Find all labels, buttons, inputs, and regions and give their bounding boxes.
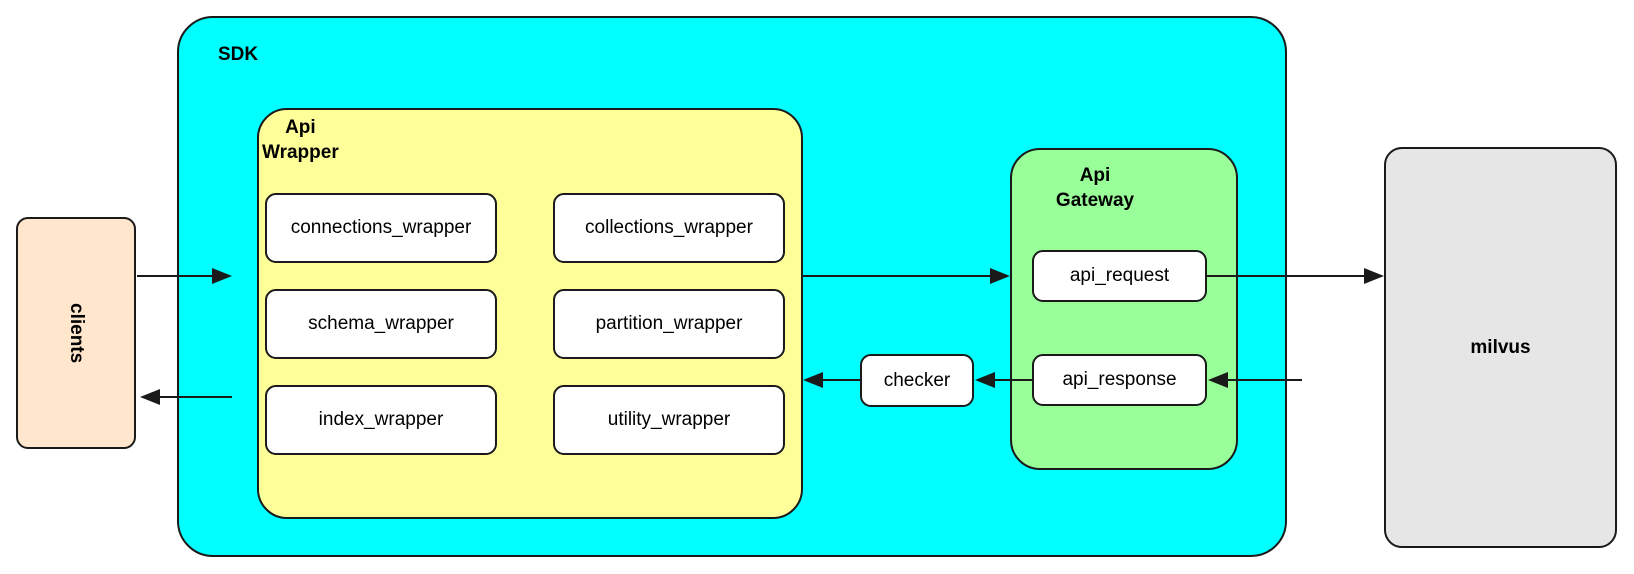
api-gateway-container (1010, 148, 1238, 470)
node-checker[interactable]: checker (860, 354, 974, 407)
node-api-request[interactable]: api_request (1032, 250, 1207, 302)
node-schema-wrapper[interactable]: schema_wrapper (265, 289, 497, 359)
node-utility-wrapper[interactable]: utility_wrapper (553, 385, 785, 455)
connector-api-request-to-milvus (1207, 268, 1384, 284)
connector-api-wrapper-to-clients (140, 389, 232, 405)
connector-api-response-to-checker (975, 372, 1032, 388)
connector-milvus-to-api-response (1208, 372, 1302, 388)
api-wrapper-title: Api Wrapper (262, 117, 339, 164)
node-partition-wrapper[interactable]: partition_wrapper (553, 289, 785, 359)
node-api-response[interactable]: api_response (1032, 354, 1207, 406)
milvus-label: milvus (1470, 336, 1531, 358)
node-index-wrapper[interactable]: index_wrapper (265, 385, 497, 455)
connector-api-wrapper-to-api-gateway (802, 268, 1010, 284)
connector-clients-to-api-wrapper (137, 268, 232, 284)
node-milvus[interactable]: milvus (1384, 147, 1617, 548)
connector-checker-to-api-wrapper (803, 372, 860, 388)
node-connections-wrapper[interactable]: connections_wrapper (265, 193, 497, 263)
clients-label: clients (66, 302, 87, 364)
api-gateway-title: Api Gateway (1055, 165, 1135, 212)
node-clients[interactable]: clients (16, 217, 136, 449)
sdk-title: SDK (218, 44, 259, 65)
node-collections-wrapper[interactable]: collections_wrapper (553, 193, 785, 263)
